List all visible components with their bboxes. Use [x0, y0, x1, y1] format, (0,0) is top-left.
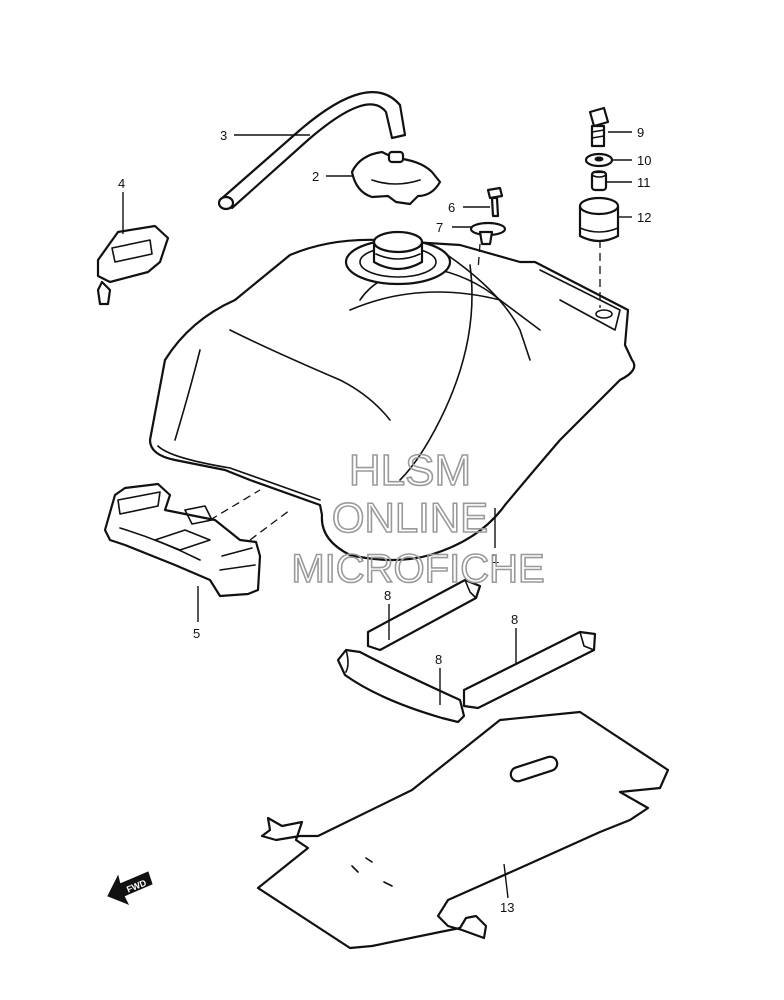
callout-10: 10: [637, 153, 651, 168]
watermark: HLSM ONLINE MICROFICHE: [291, 445, 546, 592]
part-5-holder[interactable]: [103, 482, 262, 598]
callout-6: 6: [448, 200, 455, 215]
part-12-cushion[interactable]: [578, 196, 620, 243]
callout-2: 2: [312, 169, 319, 184]
part-3-fuel-hose[interactable]: [217, 91, 407, 211]
fwd-arrow-icon: FWD: [107, 871, 153, 905]
watermark-line-2: ONLINE: [332, 494, 488, 541]
part-9-bolt[interactable]: [588, 106, 610, 148]
callout-5: 5: [193, 626, 200, 641]
part-7-clamp[interactable]: [469, 221, 507, 246]
part-8-cushion-strip-a[interactable]: [366, 578, 482, 652]
part-6-screw[interactable]: [486, 186, 504, 218]
callout-11: 11: [637, 175, 651, 190]
watermark-line-3: MICROFICHE: [291, 547, 544, 591]
part-13-heat-shield[interactable]: [256, 710, 670, 950]
part-11-collar[interactable]: [590, 170, 608, 192]
part-1-fuel-tank[interactable]: [148, 230, 636, 562]
callout-7: 7: [436, 220, 443, 235]
callout-labels: 1 2 3 4 5 6 7 8 8 8 9 10 11 12 13: [118, 125, 651, 915]
callout-8a: 8: [384, 588, 391, 603]
watermark-line-1: HLSM: [349, 446, 471, 495]
callout-8c: 8: [511, 612, 518, 627]
part-8-cushion-strip-c[interactable]: [462, 630, 597, 710]
callout-8b: 8: [435, 652, 442, 667]
leader-lines: [122, 131, 632, 899]
callout-12: 12: [637, 210, 651, 225]
callout-4: 4: [118, 176, 125, 191]
part-8-cushion-strip-b[interactable]: [336, 648, 466, 724]
callout-9: 9: [637, 125, 644, 140]
part-2-fuel-cap[interactable]: [350, 150, 442, 206]
callout-1: 1: [492, 551, 499, 566]
callout-3: 3: [220, 128, 227, 143]
callout-13: 13: [500, 900, 514, 915]
part-10-washer[interactable]: [584, 152, 614, 168]
part-4-bracket[interactable]: [96, 224, 170, 306]
